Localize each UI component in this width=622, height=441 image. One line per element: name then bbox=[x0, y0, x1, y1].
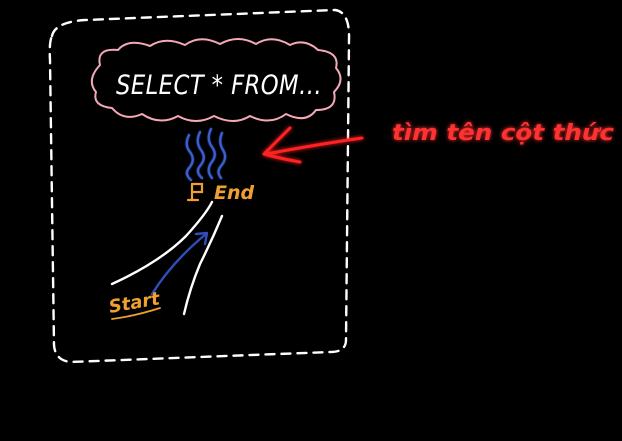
smoke-icon bbox=[185, 127, 227, 182]
road-left bbox=[110, 200, 214, 286]
dashed-boundary bbox=[48, 8, 351, 364]
end-label: End bbox=[214, 182, 255, 204]
annotation-arrow bbox=[262, 126, 364, 164]
arrow-icon bbox=[194, 231, 209, 246]
road-right bbox=[182, 214, 224, 316]
sql-cloud bbox=[90, 38, 342, 122]
path-arrow bbox=[150, 232, 208, 296]
sql-query-text: SELECT * FROM... bbox=[116, 70, 322, 101]
flag-icon bbox=[186, 182, 204, 202]
start-underline bbox=[111, 307, 161, 320]
start-label: Start bbox=[107, 288, 162, 318]
annotation-text: tìm tên cột thức bbox=[392, 121, 614, 146]
